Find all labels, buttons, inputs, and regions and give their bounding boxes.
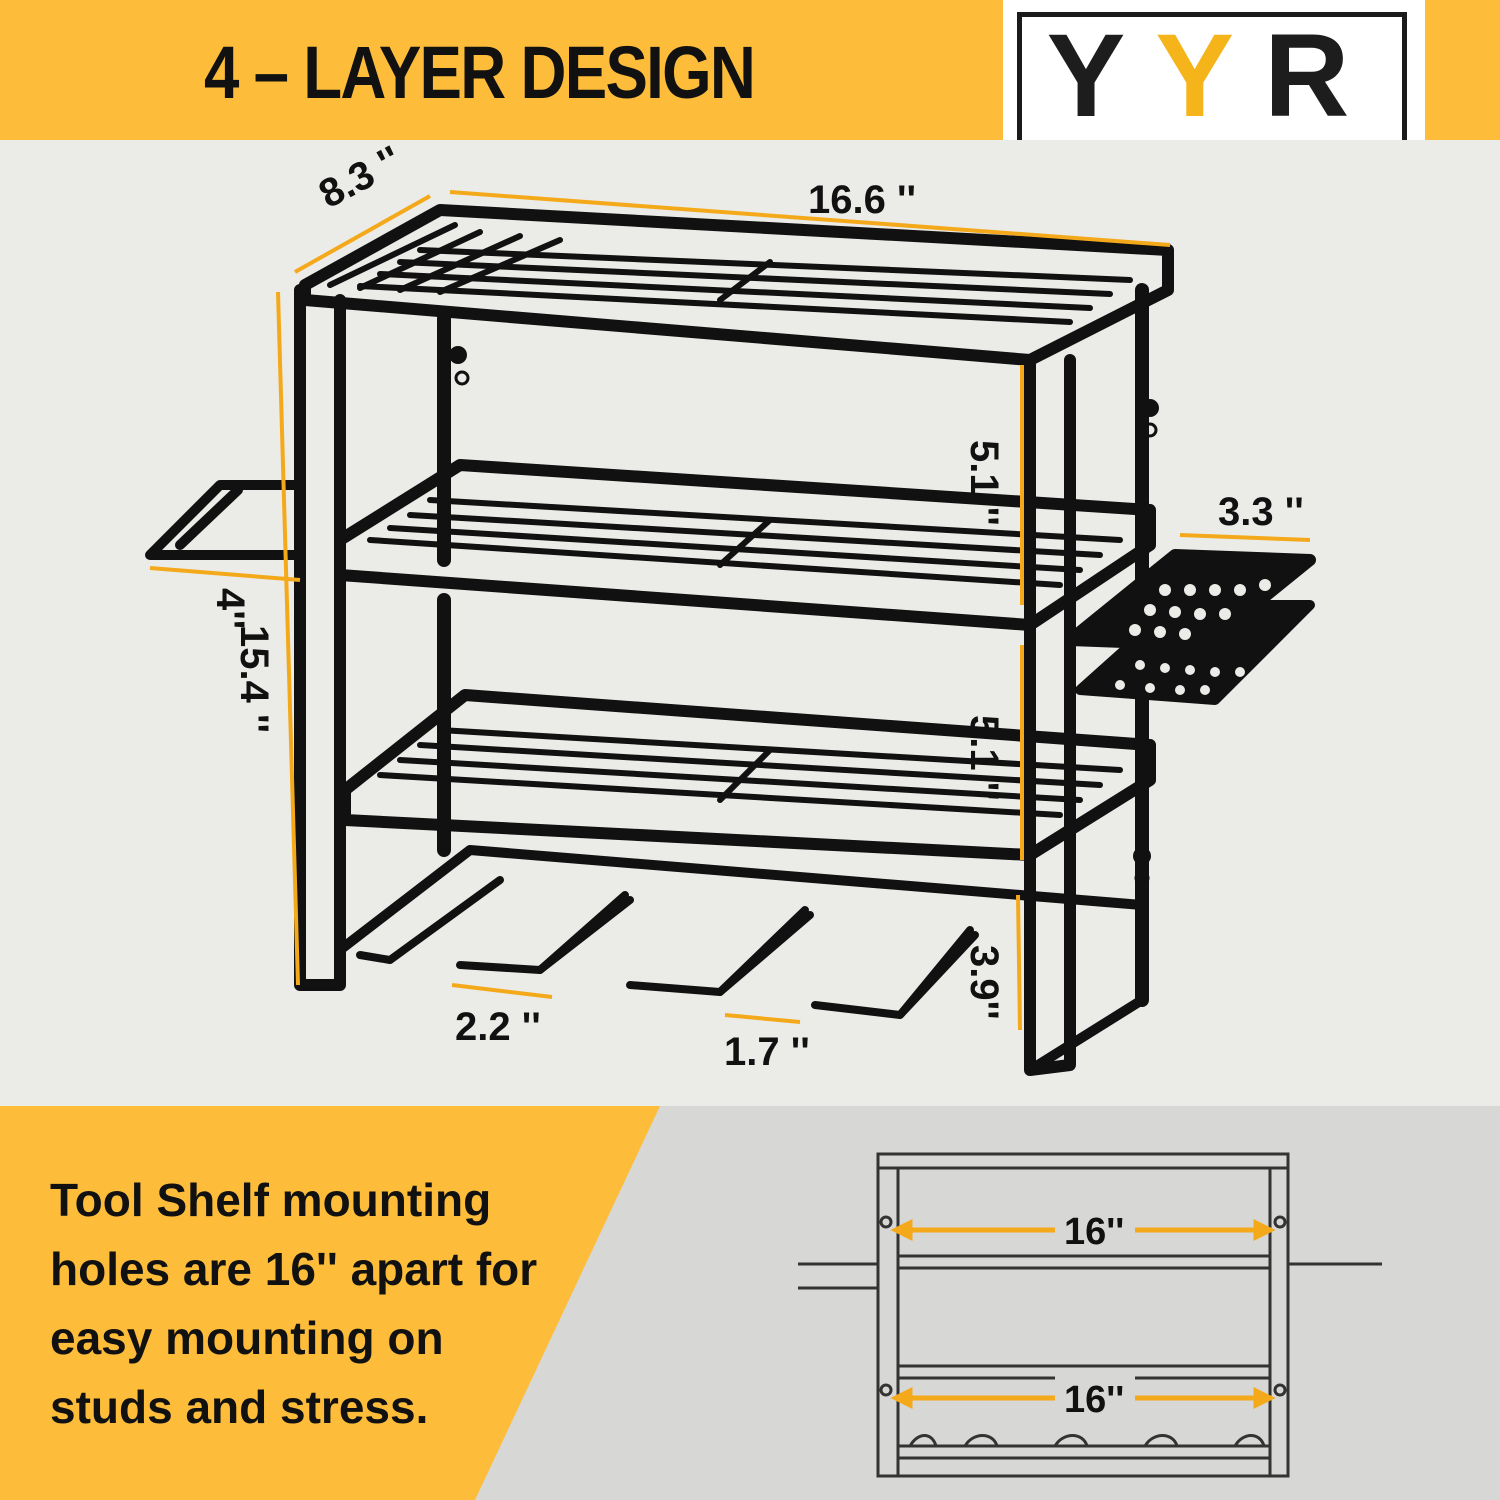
dim-arrow-depth xyxy=(294,194,431,274)
diagram-shelf-upper xyxy=(898,1254,1270,1270)
dim-bottom-gap: 3.9'' xyxy=(962,945,1006,1020)
bottom-rack xyxy=(335,845,1147,1075)
dim-arrow-width xyxy=(449,190,1171,247)
mounting-panel: Tool Shelf mounting holes are 16'' apart… xyxy=(0,1106,1500,1500)
logo-letter-1: Y xyxy=(1046,10,1156,142)
logo-text: YYR xyxy=(1023,16,1403,136)
dimension-labels: 8.3 '' 16.6 '' 15.4 '' 4'' 5.1 '' 5.1 ''… xyxy=(208,137,1304,1074)
bit-holes xyxy=(1115,579,1271,695)
dim-depth: 8.3 '' xyxy=(312,137,409,217)
front-leg-left xyxy=(294,284,346,991)
dim-arrow-slot-width xyxy=(451,983,553,999)
dim-height: 15.4 '' xyxy=(232,625,276,733)
front-leg-right xyxy=(1024,354,1076,1076)
dim-width: 16.6 '' xyxy=(808,178,916,222)
dim-arrow-side-hook xyxy=(149,566,301,582)
logo-letter-2: Y xyxy=(1155,10,1265,142)
dim-arrow-bit-holder xyxy=(1179,533,1311,542)
dim-bit-holder: 3.3 '' xyxy=(1218,490,1304,534)
mount-screws xyxy=(449,346,1159,865)
dim-arrow-height xyxy=(276,291,300,986)
tool-shelf-illustration xyxy=(145,190,1316,1076)
logo-letter-3: R xyxy=(1264,10,1380,142)
mounting-diagram: 16'' 16'' xyxy=(798,1152,1382,1478)
dim-slot-gap: 1.7 '' xyxy=(724,1030,810,1074)
headline: 4 – LAYER DESIGN xyxy=(204,31,756,114)
dim-lower-gap: 5.1 '' xyxy=(962,715,1006,801)
dim-arrow-bottom-gap xyxy=(1016,894,1022,1031)
dim-slot-width: 2.2 '' xyxy=(455,1005,541,1049)
tool-slots xyxy=(356,876,979,1019)
bottom-spacing-label: 16'' xyxy=(1064,1379,1124,1421)
brand-logo: YYR xyxy=(1003,0,1425,160)
diagram-rod-left xyxy=(798,1262,878,1290)
diagram-outline xyxy=(876,1152,1290,1478)
top-shelf xyxy=(299,204,1174,366)
mounting-description: Tool Shelf mounting holes are 16'' apart… xyxy=(50,1174,538,1433)
dim-upper-gap: 5.1 '' xyxy=(962,440,1006,526)
diagram-slots xyxy=(898,1434,1270,1460)
dim-arrow-slot-gap xyxy=(724,1013,801,1024)
lower-shelf xyxy=(339,689,1156,861)
yellow-panel xyxy=(0,1106,660,1500)
middle-shelf xyxy=(334,459,1156,631)
dim-side-hook: 4'' xyxy=(208,588,252,630)
top-spacing-label: 16'' xyxy=(1064,1211,1124,1253)
side-hook-left xyxy=(145,480,305,560)
